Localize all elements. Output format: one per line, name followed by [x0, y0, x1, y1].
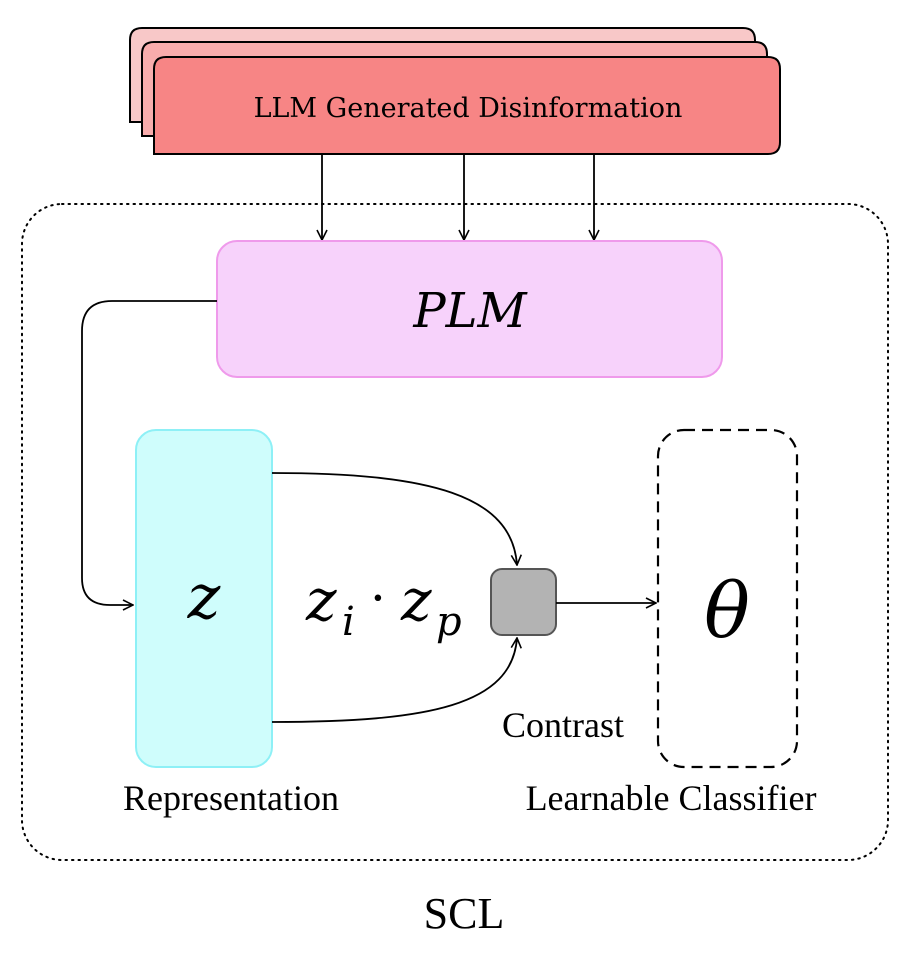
lower-contrast-curve	[271, 638, 517, 723]
classifier-box	[656, 428, 799, 769]
representation-box	[135, 429, 273, 768]
plm-to-representation-arrow	[81, 300, 217, 605]
representation-caption: Representation	[123, 778, 339, 818]
similarity-formula: z i · z p	[305, 566, 462, 645]
classifier-caption: Learnable Classifier	[526, 778, 817, 818]
similarity-sub-1: i	[342, 599, 355, 645]
representation-symbol: z	[187, 560, 221, 633]
similarity-sub-2: p	[436, 599, 462, 645]
similarity-dot: ·	[370, 569, 386, 627]
plm-box	[216, 240, 723, 378]
upper-contrast-curve	[271, 472, 517, 565]
classifier-symbol: θ	[704, 566, 750, 655]
similarity-base-1: z	[305, 566, 337, 634]
contrast-caption: Contrast	[502, 705, 624, 745]
source-label: LLM Generated Disinformation	[254, 93, 683, 124]
scl-caption: SCL	[424, 889, 505, 938]
plm-label: PLM	[412, 283, 528, 339]
document-front	[153, 56, 781, 155]
contrast-node	[490, 568, 557, 636]
llm-disinformation-stack: LLM Generated Disinformation	[129, 27, 781, 155]
similarity-base-2: z	[400, 566, 432, 634]
scl-boundary	[21, 203, 889, 861]
